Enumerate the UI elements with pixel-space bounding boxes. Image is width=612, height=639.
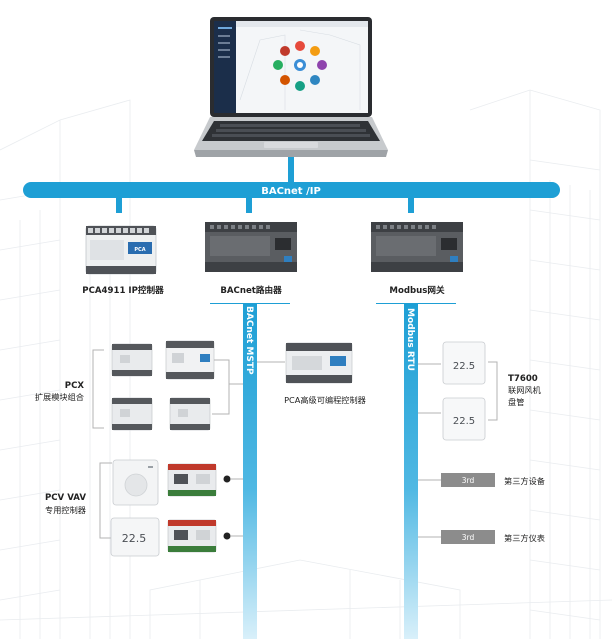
third-party-device: 3rd bbox=[441, 473, 495, 487]
third-party-meter: 3rd bbox=[441, 530, 495, 544]
pcx-module-4 bbox=[169, 397, 211, 431]
bacnet-ip-bus bbox=[23, 182, 560, 198]
bacnet-ip-label: BACnet /IP bbox=[261, 186, 321, 197]
t7600-label-1: T7600 bbox=[508, 374, 538, 384]
pcv-room-sensor bbox=[112, 459, 159, 506]
t7600-display-1: 22.5 bbox=[453, 361, 475, 372]
pcv-label-line2: 专用控制器 bbox=[45, 505, 86, 515]
pca-advanced-label: PCA高级可编程控制器 bbox=[284, 395, 366, 405]
third-party-device-tag: 3rd bbox=[462, 476, 475, 485]
third-party-device-label: 第三方设备 bbox=[504, 476, 545, 486]
router-label: BACnet路由器 bbox=[220, 284, 282, 296]
bacnet-mstp-bus bbox=[243, 304, 257, 639]
t7600-label-2: 联网风机 bbox=[508, 385, 542, 395]
t7600-thermostat-1: 22.5 bbox=[442, 341, 486, 385]
pca-advanced-controller bbox=[285, 342, 353, 384]
pcx-module-3 bbox=[111, 397, 153, 431]
app-icon-ring bbox=[273, 41, 327, 91]
pcv-vav-controller-1 bbox=[167, 463, 217, 497]
pcx-label-line1: PCX bbox=[65, 381, 85, 391]
pcx-label-line2: 扩展模块组合 bbox=[35, 392, 84, 402]
modbus-gateway bbox=[371, 222, 463, 272]
laptop-workstation bbox=[194, 17, 388, 157]
pcx-module-2 bbox=[165, 340, 215, 380]
pcx-module-1 bbox=[111, 343, 153, 377]
t7600-thermostat-2: 22.5 bbox=[442, 397, 486, 441]
modbus-rtu-bus bbox=[404, 304, 418, 639]
pca4911-controller: PCA bbox=[85, 225, 157, 275]
pcv-thermostat-display: 22.5 bbox=[122, 532, 147, 545]
laptop-uplink bbox=[288, 157, 294, 183]
pcv-label-line1: PCV VAV bbox=[45, 493, 86, 503]
rtu-label: Modbus RTU bbox=[405, 308, 415, 371]
modbus-gateway-label: Modbus网关 bbox=[389, 284, 445, 296]
third-party-meter-tag: 3rd bbox=[462, 533, 475, 542]
t7600-display-2: 22.5 bbox=[453, 416, 475, 427]
pcv-vav-controller-2 bbox=[167, 519, 217, 553]
pcv-thermostat: 22.5 bbox=[110, 517, 160, 557]
pca-tag: PCA bbox=[134, 247, 145, 253]
pca4911-label: PCA4911 IP控制器 bbox=[82, 284, 164, 296]
t7600-label-3: 盘管 bbox=[508, 397, 524, 407]
mstp-label: BACnet MSTP bbox=[244, 306, 254, 375]
bacnet-router bbox=[205, 222, 297, 272]
third-party-meter-label: 第三方仪表 bbox=[504, 533, 545, 543]
